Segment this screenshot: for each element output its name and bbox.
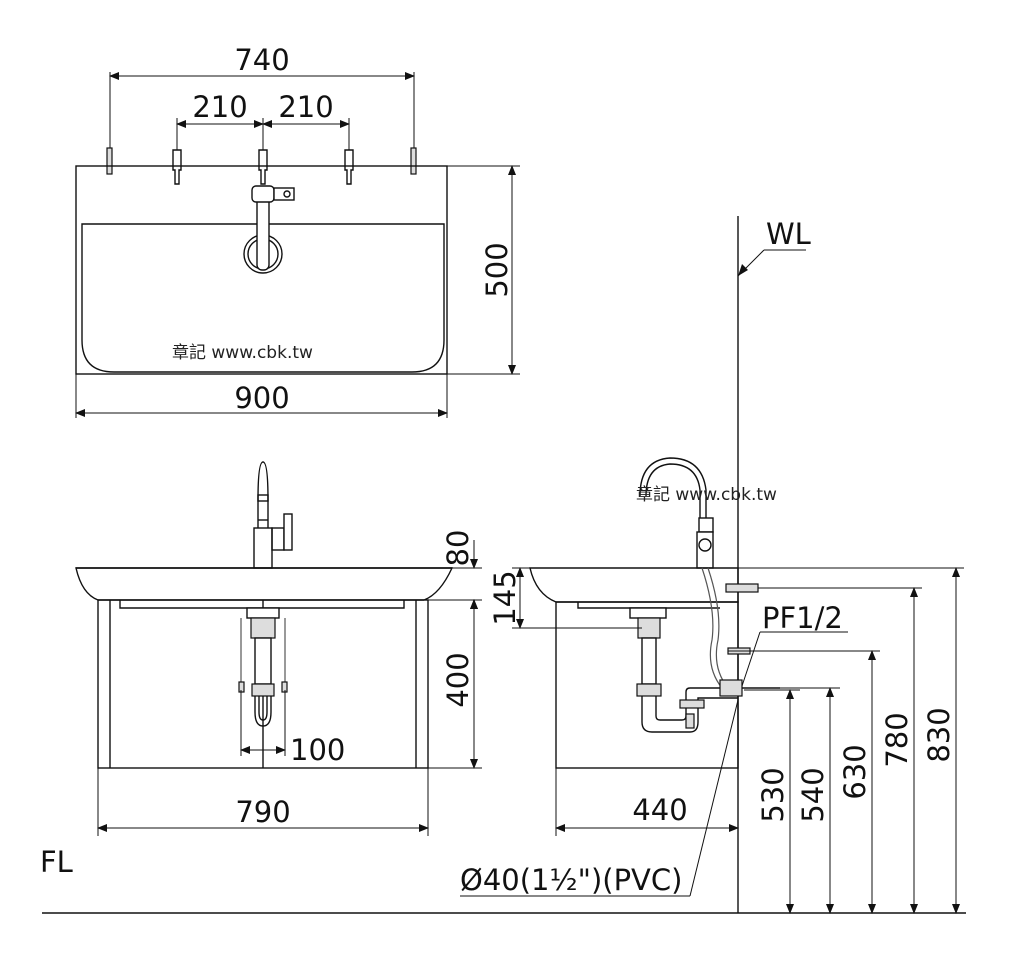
dim-740: 740 [109, 43, 415, 150]
dim-790-label: 790 [235, 795, 290, 829]
front-view: 80 400 100 790 FL [40, 461, 482, 879]
dim-210-pair: 210 210 [176, 90, 350, 150]
dim-100-label: 100 [290, 733, 345, 767]
wall-label-leader: WL [737, 217, 811, 277]
dim-80-label: 80 [441, 530, 475, 567]
mounting-bolts [106, 147, 417, 185]
side-view: WL 章記 www.cbk.tw [460, 216, 964, 914]
watermark-top: 章記 www.cbk.tw [172, 343, 313, 363]
dim-145: 145 [488, 567, 642, 629]
pf-label: PF1/2 [741, 601, 848, 687]
dim-740-label: 740 [234, 43, 289, 77]
dim-790: 790 [97, 768, 429, 836]
dim-145-label: 145 [488, 570, 522, 625]
dim-630-label: 630 [838, 744, 872, 799]
pipe-spec-label: Ø40(1½")(PVC) [460, 863, 682, 897]
dim-210-left-label: 210 [192, 90, 247, 124]
wall-label: WL [766, 217, 811, 251]
top-view: 740 210 210 [75, 43, 520, 418]
drain-side [629, 607, 738, 733]
dim-830-label: 830 [922, 707, 956, 762]
dim-900: 900 [75, 374, 448, 418]
dim-900-label: 900 [234, 381, 289, 415]
dim-80: 80 [428, 530, 482, 628]
dim-500-label: 500 [480, 242, 514, 297]
dim-780-label: 780 [880, 712, 914, 767]
dim-440-label: 440 [632, 793, 687, 827]
dim-440: 440 [555, 768, 739, 836]
pipe-label: Ø40(1½")(PVC) [460, 699, 739, 897]
dim-210-right-label: 210 [278, 90, 333, 124]
faucet-side [639, 457, 714, 569]
dim-400-label: 400 [441, 652, 475, 707]
dim-500: 500 [447, 165, 520, 375]
faucet-front [253, 461, 293, 569]
floor-label: FL [40, 845, 73, 879]
basin-front [75, 567, 454, 609]
height-dims: 530 540 630 780 830 [728, 567, 964, 914]
basin-top-outline [75, 165, 448, 375]
watermark-side: 章記 www.cbk.tw [636, 485, 777, 505]
dim-540-label: 540 [796, 767, 830, 822]
dim-530-label: 530 [756, 767, 790, 822]
dim-100: 100 [240, 690, 345, 767]
faucet-top [243, 185, 295, 274]
dim-400: 400 [428, 599, 482, 769]
drain-front [238, 607, 288, 727]
pf-thread-label: PF1/2 [762, 601, 843, 635]
